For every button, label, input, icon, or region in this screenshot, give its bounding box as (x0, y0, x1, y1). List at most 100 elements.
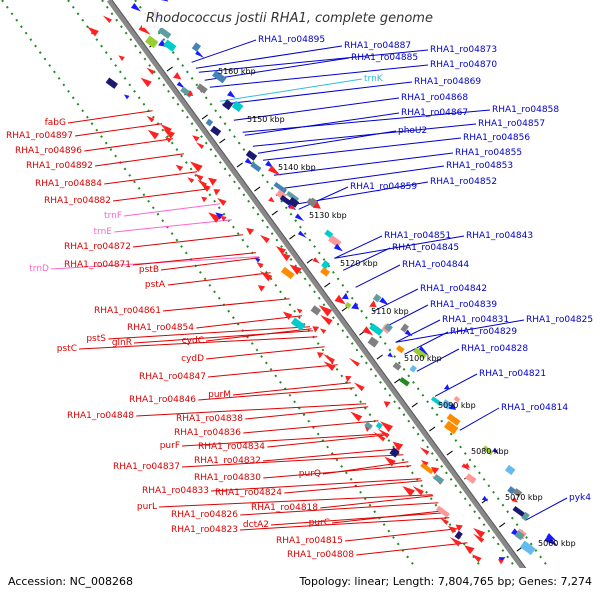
gene-label[interactable]: cydC (182, 336, 204, 346)
gene-label[interactable]: RHA1_ro04831 (442, 315, 509, 325)
gene-arrow (333, 243, 343, 252)
gene-label[interactable]: RHA1_ro04814 (501, 403, 568, 413)
gene-label[interactable]: trnK (364, 74, 384, 84)
gene-label[interactable]: RHA1_ro04852 (430, 177, 497, 187)
gene-label[interactable]: trnE (94, 227, 113, 237)
gene-label[interactable]: RHA1_ro04825 (526, 315, 593, 325)
gene-label[interactable]: RHA1_ro04818 (251, 503, 318, 513)
gene-arrow (187, 90, 194, 96)
leader-line (167, 272, 271, 286)
gene-label[interactable]: pyk4 (569, 493, 591, 503)
gene-label[interactable]: RHA1_ro04824 (215, 488, 282, 498)
gene-label[interactable]: purF (160, 441, 180, 451)
gene-label[interactable]: RHA1_ro04895 (258, 35, 325, 45)
gene-label[interactable]: trnF (104, 211, 122, 221)
gene-arrow (511, 496, 518, 503)
gene-label[interactable]: RHA1_ro04833 (142, 486, 209, 496)
gene-label[interactable]: RHA1_ro04859 (350, 182, 417, 192)
gene-arrow (373, 431, 386, 442)
gene-label[interactable]: RHA1_ro04844 (402, 260, 469, 270)
leader-line (270, 512, 446, 526)
leader-line (284, 480, 423, 494)
gene-label[interactable]: RHA1_ro04855 (455, 148, 522, 158)
gene-label[interactable]: phoU2 (398, 126, 427, 136)
gene-block (400, 323, 410, 333)
gene-label[interactable]: purL (137, 502, 157, 512)
gene-label[interactable]: RHA1_ro04872 (64, 242, 131, 252)
gene-label[interactable]: RHA1_ro04870 (430, 60, 497, 70)
gene-label[interactable]: RHA1_ro04845 (392, 243, 459, 253)
gene-arrow (471, 554, 482, 563)
gene-block (145, 35, 159, 49)
gene-label[interactable]: RHA1_ro04838 (176, 414, 243, 424)
gene-label[interactable]: RHA1_ro04856 (463, 133, 530, 143)
gene-label[interactable]: RHA1_ro04892 (26, 161, 93, 171)
leader-line (356, 542, 468, 556)
gene-label[interactable]: RHA1_ro04854 (127, 323, 194, 333)
gene-arrow (383, 401, 391, 408)
gene-label[interactable]: pstC (57, 344, 77, 354)
gene-label[interactable]: pstB (139, 265, 159, 275)
gene-label[interactable]: RHA1_ro04832 (194, 456, 261, 466)
gene-label[interactable]: RHA1_ro04830 (194, 473, 261, 483)
gene-arrow (163, 128, 175, 139)
gene-label[interactable]: RHA1_ro04869 (414, 77, 481, 87)
gene-label[interactable]: RHA1_ro04896 (15, 146, 82, 156)
title-backdrop (142, 6, 428, 28)
gene-label[interactable]: fabG (45, 118, 66, 128)
gene-block (210, 125, 222, 137)
gene-label[interactable]: dctA2 (243, 520, 269, 530)
gene-arrow (443, 384, 450, 390)
gene-label[interactable]: pstA (145, 280, 166, 290)
ruler-tick (271, 210, 278, 216)
gene-label[interactable]: RHA1_ro04853 (446, 161, 513, 171)
gene-arrow (192, 135, 200, 142)
gene-block (446, 413, 461, 426)
label-leader-lines (51, 39, 568, 556)
gene-label[interactable]: RHA1_ro04868 (401, 93, 468, 103)
gene-label[interactable]: RHA1_ro04839 (430, 300, 497, 310)
gene-label[interactable]: purM (208, 390, 231, 400)
gene-label[interactable]: RHA1_ro04837 (113, 462, 180, 472)
gene-label[interactable]: RHA1_ro04823 (171, 525, 238, 535)
gene-label[interactable]: RHA1_ro04857 (478, 119, 545, 129)
gene-arrow (254, 257, 261, 263)
gene-label[interactable]: RHA1_ro04858 (492, 105, 559, 115)
ruler-tick (411, 402, 418, 408)
leader-line (344, 528, 458, 542)
gene-label[interactable]: RHA1_ro04836 (174, 428, 241, 438)
gene-label[interactable]: RHA1_ro04851 (384, 231, 451, 241)
gene-block (288, 197, 300, 208)
gene-label[interactable]: glnR (112, 338, 132, 348)
gene-label[interactable]: RHA1_ro04885 (351, 53, 418, 63)
leader-line (136, 403, 367, 417)
gene-label[interactable]: RHA1_ro04829 (450, 327, 517, 337)
gene-label[interactable]: RHA1_ro04861 (94, 306, 161, 316)
ruler-tick (219, 138, 226, 144)
gene-label[interactable]: purQ (299, 469, 321, 479)
gene-label[interactable]: RHA1_ro04871 (64, 260, 131, 270)
gene-label[interactable]: RHA1_ro04808 (287, 550, 354, 560)
gene-label[interactable]: RHA1_ro04848 (67, 411, 134, 421)
gene-label[interactable]: RHA1_ro04867 (401, 108, 468, 118)
gene-label[interactable]: cydD (181, 354, 204, 364)
gene-label[interactable]: RHA1_ro04828 (461, 344, 528, 354)
gene-label[interactable]: RHA1_ro04815 (276, 536, 343, 546)
gene-label[interactable]: RHA1_ro04843 (466, 231, 533, 241)
gene-label[interactable]: RHA1_ro04826 (171, 510, 238, 520)
gene-label[interactable]: RHA1_ro04873 (430, 45, 497, 55)
gene-label[interactable]: RHA1_ro04887 (344, 41, 411, 51)
gene-label[interactable]: RHA1_ro04821 (479, 369, 546, 379)
gene-label[interactable]: RHA1_ro04897 (6, 131, 73, 141)
gene-label[interactable]: pstS (86, 334, 106, 344)
gene-label[interactable]: RHA1_ro04882 (44, 196, 111, 206)
gene-label[interactable]: RHA1_ro04842 (420, 284, 487, 294)
gene-arrow (200, 183, 211, 192)
gene-label[interactable]: trnD (29, 264, 49, 274)
gene-label[interactable]: RHA1_ro04884 (35, 179, 102, 189)
gene-label[interactable]: RHA1_ro04846 (129, 395, 196, 405)
gene-label[interactable]: purC (309, 518, 330, 528)
gene-label[interactable]: RHA1_ro04847 (139, 372, 206, 382)
gene-label[interactable]: RHA1_ro04834 (198, 442, 265, 452)
